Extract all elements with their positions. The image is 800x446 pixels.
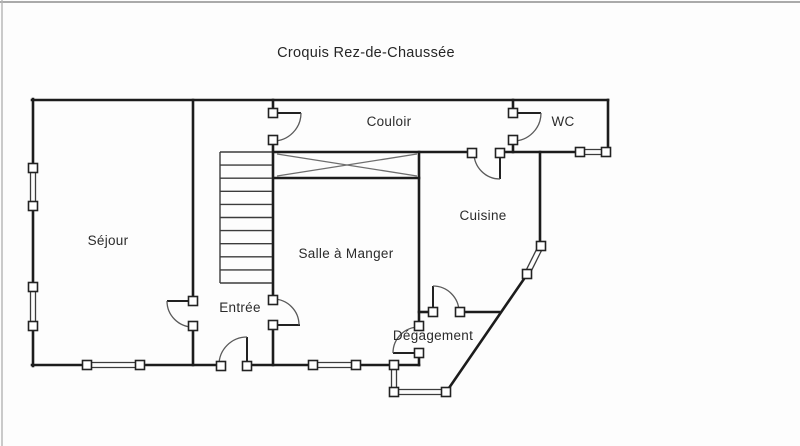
window-end-square (27, 320, 39, 332)
door-jamb-square (187, 295, 199, 307)
door-jamb-square (454, 306, 466, 318)
window-end-square (27, 162, 39, 174)
wall-diagonal (447, 274, 528, 390)
window-wc (584, 148, 602, 156)
door-jamb-square (267, 319, 279, 331)
room-label-wc: WC (551, 114, 574, 129)
window-end-square (600, 146, 612, 158)
room-label-cuisine: Cuisine (459, 208, 506, 223)
windows (29, 148, 602, 396)
window-end-square (27, 200, 39, 212)
window-end-square (574, 146, 586, 158)
door-jamb-square (413, 347, 425, 359)
door-jamb-square (215, 360, 227, 372)
staircase (219, 151, 272, 284)
page-title: Croquis Rez-de-Chaussée (277, 45, 455, 61)
window-end-square (81, 359, 93, 371)
room-label-salle-a-manger: Salle à Manger (298, 246, 393, 261)
door-jamb-square (507, 134, 519, 146)
room-label-entree: Entrée (219, 300, 261, 315)
room-label-degagement: Dégagement (393, 328, 473, 343)
window-degagement-west (390, 369, 398, 388)
door-jamb-square (494, 147, 506, 159)
window-end-square (388, 359, 400, 371)
window-salle-a-manger-bottom (314, 361, 352, 369)
door-jamb-square (507, 107, 519, 119)
labels: Croquis Rez-de-Chaussée Séjour Entrée Sa… (88, 45, 575, 343)
door-jamb-square (267, 107, 279, 119)
room-label-couloir: Couloir (367, 114, 412, 129)
window-degagement-south (398, 388, 442, 396)
window-end-square (307, 359, 319, 371)
door-jamb-square (413, 320, 425, 332)
window-end-square (388, 386, 400, 398)
beam-cross (276, 153, 418, 177)
door-jamb-square (241, 360, 253, 372)
end-squares (27, 107, 612, 398)
beam-diagonal-2 (276, 153, 418, 177)
door-jamb-square (427, 306, 439, 318)
window-end-square (27, 281, 39, 293)
walls (30, 97, 610, 390)
door-jamb-square (187, 320, 199, 332)
window-end-square (535, 240, 547, 252)
window-end-square (440, 386, 452, 398)
door-jamb-square (466, 147, 478, 159)
window-sejour-left-1 (29, 172, 37, 202)
window-sejour-left-2 (29, 291, 37, 322)
door-front-entrance (218, 336, 248, 366)
window-sejour-bottom (91, 361, 136, 369)
door-jamb-square (267, 134, 279, 146)
door-jamb-square (267, 294, 279, 306)
window-end-square (521, 268, 533, 280)
window-end-square (350, 359, 362, 371)
room-label-sejour: Séjour (88, 233, 129, 248)
window-end-square (134, 359, 146, 371)
